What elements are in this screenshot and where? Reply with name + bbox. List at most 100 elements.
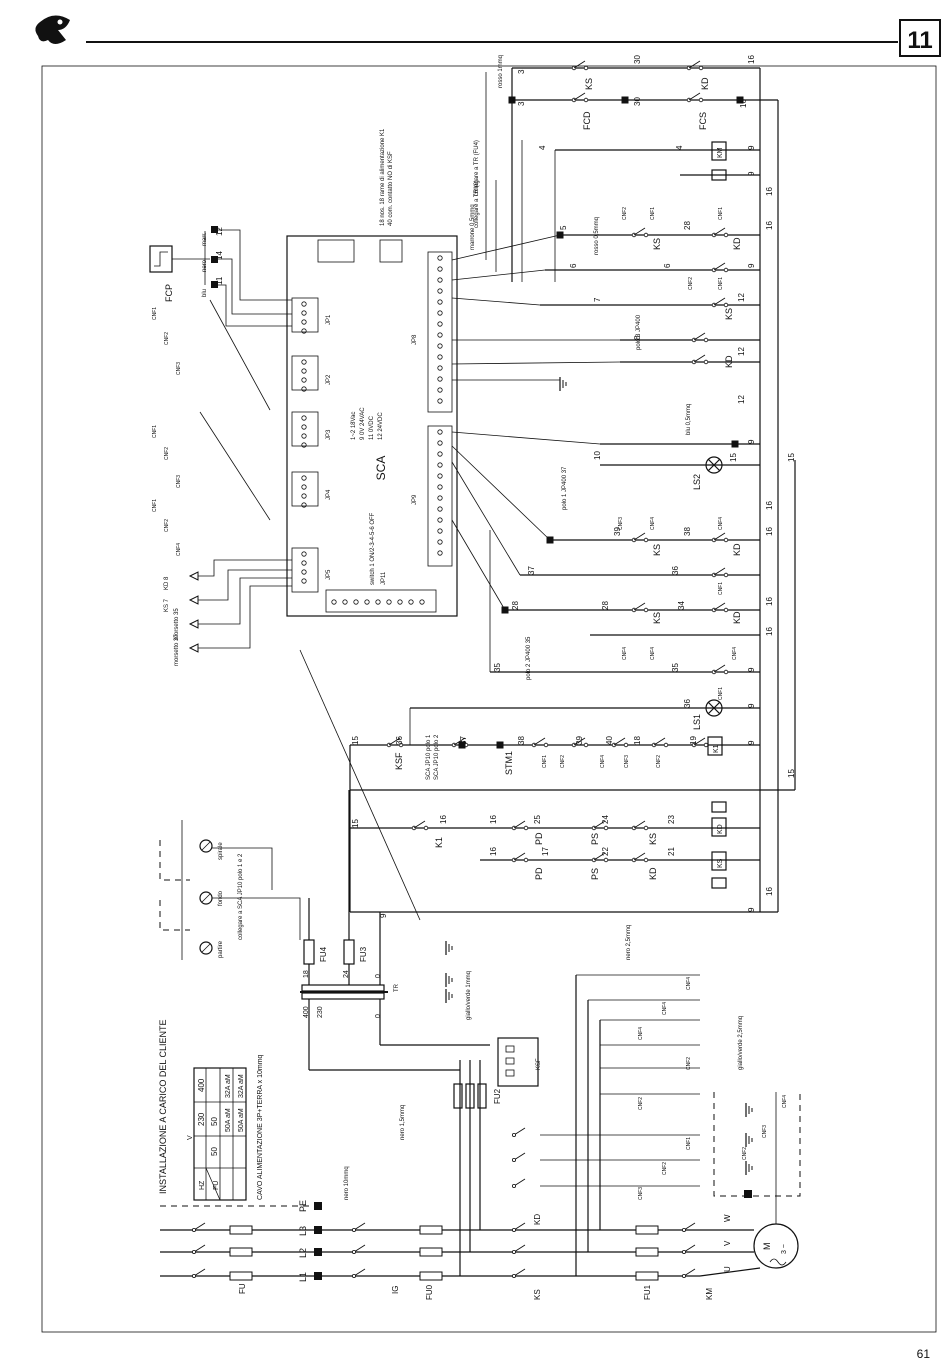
motor bbox=[699, 1092, 801, 1277]
svg-text:KS 7: KS 7 bbox=[164, 598, 170, 612]
wire-number: 16 bbox=[489, 847, 498, 856]
svg-text:11 0VDC: 11 0VDC bbox=[369, 415, 375, 440]
wire-number: 18 bbox=[633, 736, 642, 745]
cnf-label: CNF1 bbox=[152, 425, 158, 438]
external-buttons bbox=[159, 820, 301, 960]
page-tag: 11 bbox=[907, 27, 932, 54]
wire-number: 22 bbox=[601, 847, 610, 856]
svg-text:400: 400 bbox=[197, 1078, 206, 1092]
wire-number: 3 bbox=[517, 101, 526, 106]
control-rungs bbox=[410, 149, 760, 709]
svg-text:PS: PS bbox=[590, 833, 600, 845]
svg-text:LS1: LS1 bbox=[692, 714, 702, 730]
cnf-label: CNF4 bbox=[782, 1095, 788, 1108]
svg-text:PD: PD bbox=[534, 867, 544, 880]
wire-number: 12 bbox=[737, 347, 746, 356]
svg-text:HZ: HZ bbox=[199, 1180, 206, 1190]
wire-number: 35 bbox=[493, 663, 502, 672]
wire-number: 9 bbox=[747, 703, 756, 708]
svg-text:14: 14 bbox=[215, 251, 224, 260]
wire-number: 5 bbox=[559, 225, 568, 230]
cnf-label: CNF2 bbox=[638, 1097, 644, 1110]
svg-text:SCA JP10 polo 2: SCA JP10 polo 2 bbox=[434, 734, 440, 780]
cnf-label: CNF2 bbox=[686, 1057, 692, 1070]
wire-number: 30 bbox=[633, 97, 642, 106]
wire-number: 39 bbox=[575, 736, 584, 745]
wire-number: 21 bbox=[667, 847, 676, 856]
wire-number: 36 bbox=[683, 699, 692, 708]
svg-text:KSF: KSF bbox=[536, 1058, 542, 1070]
svg-text:FU0: FU0 bbox=[425, 1284, 434, 1300]
svg-text:giallo/verde 2,5mmq: giallo/verde 2,5mmq bbox=[738, 1016, 744, 1070]
cnf-label: CNF3 bbox=[624, 755, 630, 768]
svg-text:KS: KS bbox=[652, 544, 662, 556]
cnf-label: CNF2 bbox=[688, 277, 694, 290]
customer-table bbox=[193, 1067, 247, 1201]
svg-text:KD: KD bbox=[724, 355, 734, 368]
sca-board-name: SCA bbox=[374, 456, 388, 481]
cnf-label: CNF2 bbox=[164, 447, 170, 460]
svg-text:FU2: FU2 bbox=[493, 1088, 502, 1104]
svg-text:50A aM: 50A aM bbox=[238, 1108, 245, 1132]
svg-text:230: 230 bbox=[197, 1112, 206, 1126]
svg-text:12 24VDC: 12 24VDC bbox=[378, 412, 384, 440]
wire-number: 19 bbox=[689, 736, 698, 745]
svg-text:18: 18 bbox=[303, 970, 310, 978]
wire-number: 37 bbox=[527, 566, 536, 575]
svg-text:FU4: FU4 bbox=[319, 946, 328, 962]
wire-number: 4 bbox=[675, 145, 684, 150]
wire-number: 40 bbox=[605, 736, 614, 745]
wire-number: 17 bbox=[541, 847, 550, 856]
svg-text:KD: KD bbox=[533, 1214, 542, 1225]
svg-text:FCD: FCD bbox=[582, 111, 592, 130]
svg-text:18 nos. 18 rame di alimentazio: 18 nos. 18 rame di alimentazione K1 bbox=[380, 128, 386, 226]
wire-number: 36 bbox=[395, 736, 404, 745]
svg-text:rosso 0,5mmq: rosso 0,5mmq bbox=[594, 217, 600, 255]
wire-number: 34 bbox=[677, 601, 686, 610]
diagram-frame bbox=[41, 65, 937, 1333]
svg-text:KS: KS bbox=[648, 833, 658, 845]
cnf-label: CNF1 bbox=[542, 755, 548, 768]
svg-text:W: W bbox=[723, 1214, 732, 1222]
svg-text:STM1: STM1 bbox=[504, 751, 514, 775]
wire-number: 8 bbox=[633, 335, 642, 340]
svg-text:230: 230 bbox=[317, 1006, 324, 1018]
wire-number: 15 bbox=[351, 736, 360, 745]
svg-text:KS: KS bbox=[652, 612, 662, 624]
svg-text:24: 24 bbox=[343, 970, 350, 978]
svg-text:9 0V 24VAC: 9 0V 24VAC bbox=[360, 407, 366, 440]
wire-number: 16 bbox=[489, 815, 498, 824]
svg-text:KS: KS bbox=[717, 858, 724, 868]
svg-text:partire: partire bbox=[218, 940, 224, 958]
customer-table-title: INSTALLAZIONE A CARICO DEL CLIENTE bbox=[158, 1019, 168, 1194]
ksf-block bbox=[497, 1037, 539, 1087]
wire-number: 16 bbox=[765, 221, 774, 230]
cnf-label: CNF4 bbox=[662, 1002, 668, 1015]
svg-text:giallo/verde 1mmq: giallo/verde 1mmq bbox=[466, 971, 472, 1020]
cnf-label: CNF3 bbox=[638, 1187, 644, 1200]
cnf-label: CNF2 bbox=[662, 1162, 668, 1175]
svg-text:nero 1,5mmq: nero 1,5mmq bbox=[400, 1105, 406, 1140]
bus-fuses bbox=[191, 1127, 696, 1281]
cnf-label: CNF4 bbox=[176, 543, 182, 556]
cnf-label: CNF2 bbox=[622, 207, 628, 220]
svg-text:3 ~: 3 ~ bbox=[781, 1244, 788, 1254]
svg-text:JP11: JP11 bbox=[381, 571, 387, 585]
wire-number: 16 bbox=[765, 627, 774, 636]
ground-symbols bbox=[445, 377, 753, 1175]
svg-text:marrone 0,5mmq: marrone 0,5mmq bbox=[470, 204, 476, 250]
wire-number: 38 bbox=[683, 527, 692, 536]
svg-text:rosso 1mmq: rosso 1mmq bbox=[498, 55, 504, 88]
cnf-label: CNF1 bbox=[152, 499, 158, 512]
cnf-label: CNF4 bbox=[686, 977, 692, 990]
svg-text:0: 0 bbox=[375, 974, 382, 978]
svg-text:FU1: FU1 bbox=[643, 1284, 652, 1300]
cnf-label: CNF2 bbox=[164, 332, 170, 345]
svg-text:JP3: JP3 bbox=[326, 429, 332, 440]
svg-text:switch 1 ON/2-3-4-5-6 OFF: switch 1 ON/2-3-4-5-6 OFF bbox=[370, 512, 376, 585]
svg-text:KD: KD bbox=[732, 237, 742, 250]
cnf-label: CNF4 bbox=[650, 517, 656, 530]
